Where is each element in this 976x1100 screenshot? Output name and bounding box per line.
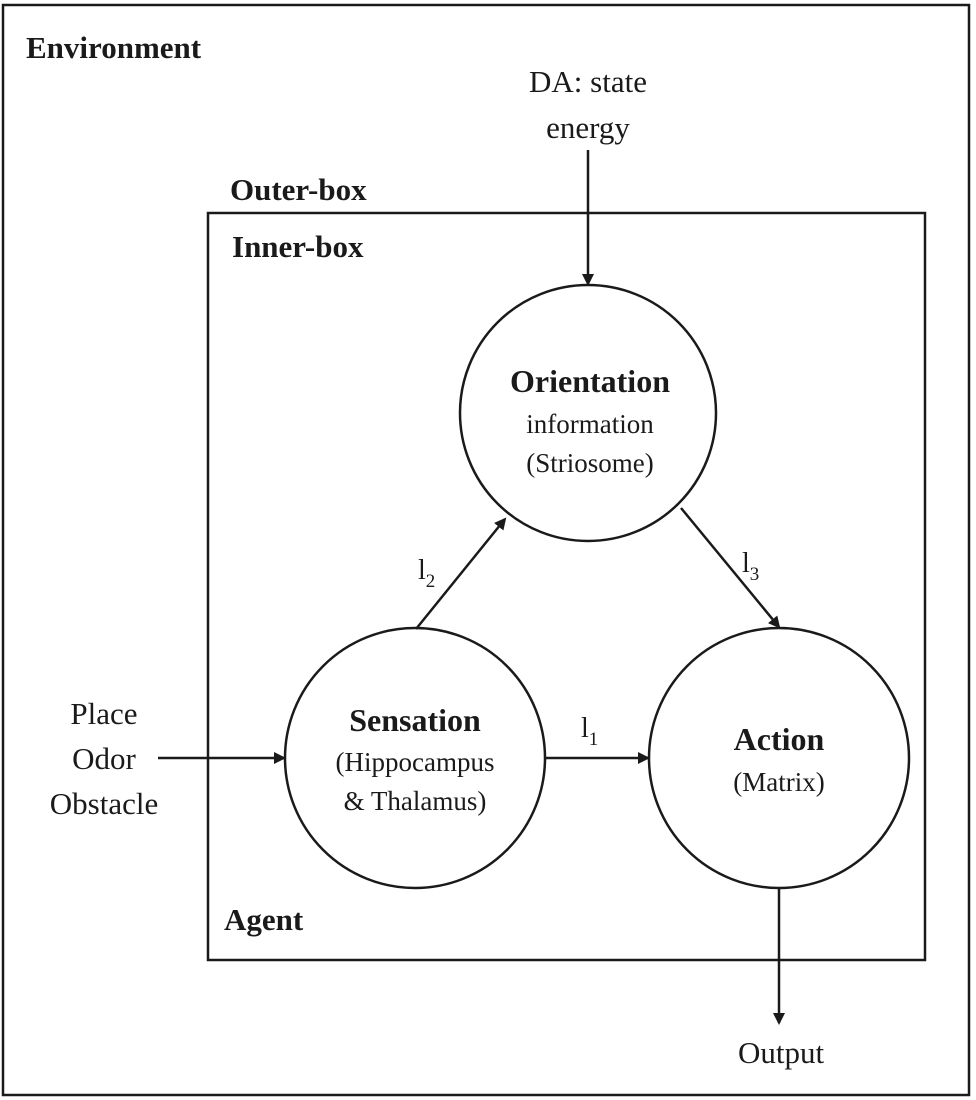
da-input-label-line2: energy — [546, 110, 630, 145]
environment-label: Environment — [26, 30, 202, 65]
outer-box-label: Outer-box — [230, 172, 367, 207]
agent-box — [206, 211, 927, 962]
sensation-title: Sensation — [349, 702, 481, 738]
edge-l2-arrow — [415, 517, 507, 630]
orientation-line1: information — [526, 409, 654, 439]
action-node — [647, 626, 911, 890]
orientation-node — [458, 283, 718, 543]
edge-l3-arrow — [680, 507, 781, 629]
edge-l3-label: l3 — [742, 548, 759, 585]
inner-box-label: Inner-box — [232, 229, 364, 264]
orientation-title: Orientation — [510, 363, 670, 399]
sensation-line1: (Hippocampus — [336, 747, 495, 777]
environment-frame — [1, 3, 971, 1097]
sensation-line2: & Thalamus) — [344, 786, 487, 816]
action-line1: (Matrix) — [733, 767, 824, 797]
da-input-label-line1: DA: state — [529, 64, 647, 99]
input-place: Place — [70, 696, 137, 731]
action-title: Action — [734, 721, 825, 757]
agent-label: Agent — [224, 902, 304, 937]
input-obstacle: Obstacle — [50, 786, 158, 821]
edge-l2-label: l2 — [418, 555, 435, 592]
orientation-line2: (Striosome) — [526, 448, 654, 478]
input-odor: Odor — [72, 741, 136, 776]
edge-l1-label: l1 — [581, 713, 598, 750]
output-label: Output — [738, 1035, 825, 1070]
